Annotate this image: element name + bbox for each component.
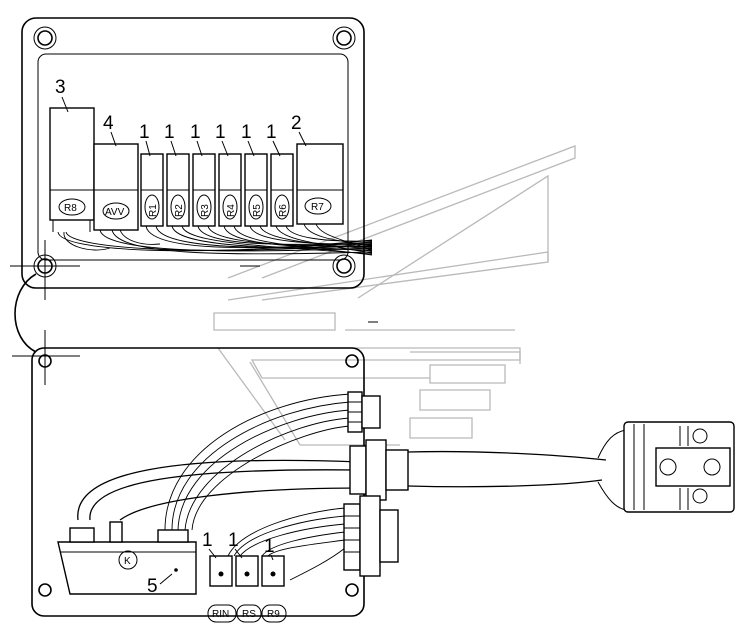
callout-1-r5: 1 xyxy=(241,122,252,143)
relay-rs xyxy=(235,555,259,587)
contactor-k: K xyxy=(57,521,197,595)
upper-callouts: 3 4 1 1 1 1 1 1 2 xyxy=(55,77,307,157)
label-avv: AVV xyxy=(105,207,125,218)
label-r7: R7 xyxy=(311,202,324,213)
callout-3: 3 xyxy=(55,77,66,98)
callout-2: 2 xyxy=(291,113,302,134)
callout-1-r6: 1 xyxy=(266,122,277,143)
relay-r9 xyxy=(261,555,285,587)
relay-r6 xyxy=(270,153,294,227)
callout-1-rin: 1 xyxy=(202,530,213,551)
external-cable xyxy=(407,429,627,511)
relay-rin xyxy=(209,555,233,587)
lower-wiring xyxy=(77,393,361,581)
relay-r7 xyxy=(296,143,344,225)
label-r3: R3 xyxy=(200,204,211,217)
label-r1: R1 xyxy=(148,204,159,217)
hinge-loop xyxy=(14,273,37,353)
label-r6: R6 xyxy=(278,204,289,217)
callout-1-r1: 1 xyxy=(139,122,150,143)
label-rs: RS xyxy=(242,609,256,620)
label-r5: R5 xyxy=(252,204,263,217)
relay-avv xyxy=(93,143,139,231)
label-r9: R9 xyxy=(267,609,280,620)
lower-relay-labels: RIN RS R9 xyxy=(207,604,287,623)
watermark-logo xyxy=(213,145,576,446)
center-marks xyxy=(10,240,378,385)
lower-callouts: 1 1 1 5 xyxy=(147,530,275,597)
callout-1-rs: 1 xyxy=(228,530,239,551)
label-r8: R8 xyxy=(64,203,77,214)
relay-r3 xyxy=(192,153,216,227)
callout-1-r4: 1 xyxy=(215,122,226,143)
callout-5: 5 xyxy=(147,576,158,597)
callout-1-r3: 1 xyxy=(190,122,201,143)
label-r2: R2 xyxy=(174,204,185,217)
label-r4: R4 xyxy=(226,204,237,217)
relay-r1 xyxy=(140,153,164,227)
upper-wiring-harness xyxy=(57,223,373,256)
callout-1-r9: 1 xyxy=(264,536,275,557)
label-rin: RIN xyxy=(212,609,229,620)
relay-r2 xyxy=(166,153,190,227)
relay-r4 xyxy=(218,153,242,227)
relay-r5 xyxy=(244,153,268,227)
callout-1-r2: 1 xyxy=(164,122,175,143)
label-k: K xyxy=(124,556,131,567)
power-plug xyxy=(623,421,735,513)
callout-4: 4 xyxy=(103,113,114,134)
bulkhead-connectors xyxy=(343,391,409,577)
upper-relay-labels: R8 AVV R1 R2 R3 R4 R5 R6 R7 xyxy=(58,194,332,220)
